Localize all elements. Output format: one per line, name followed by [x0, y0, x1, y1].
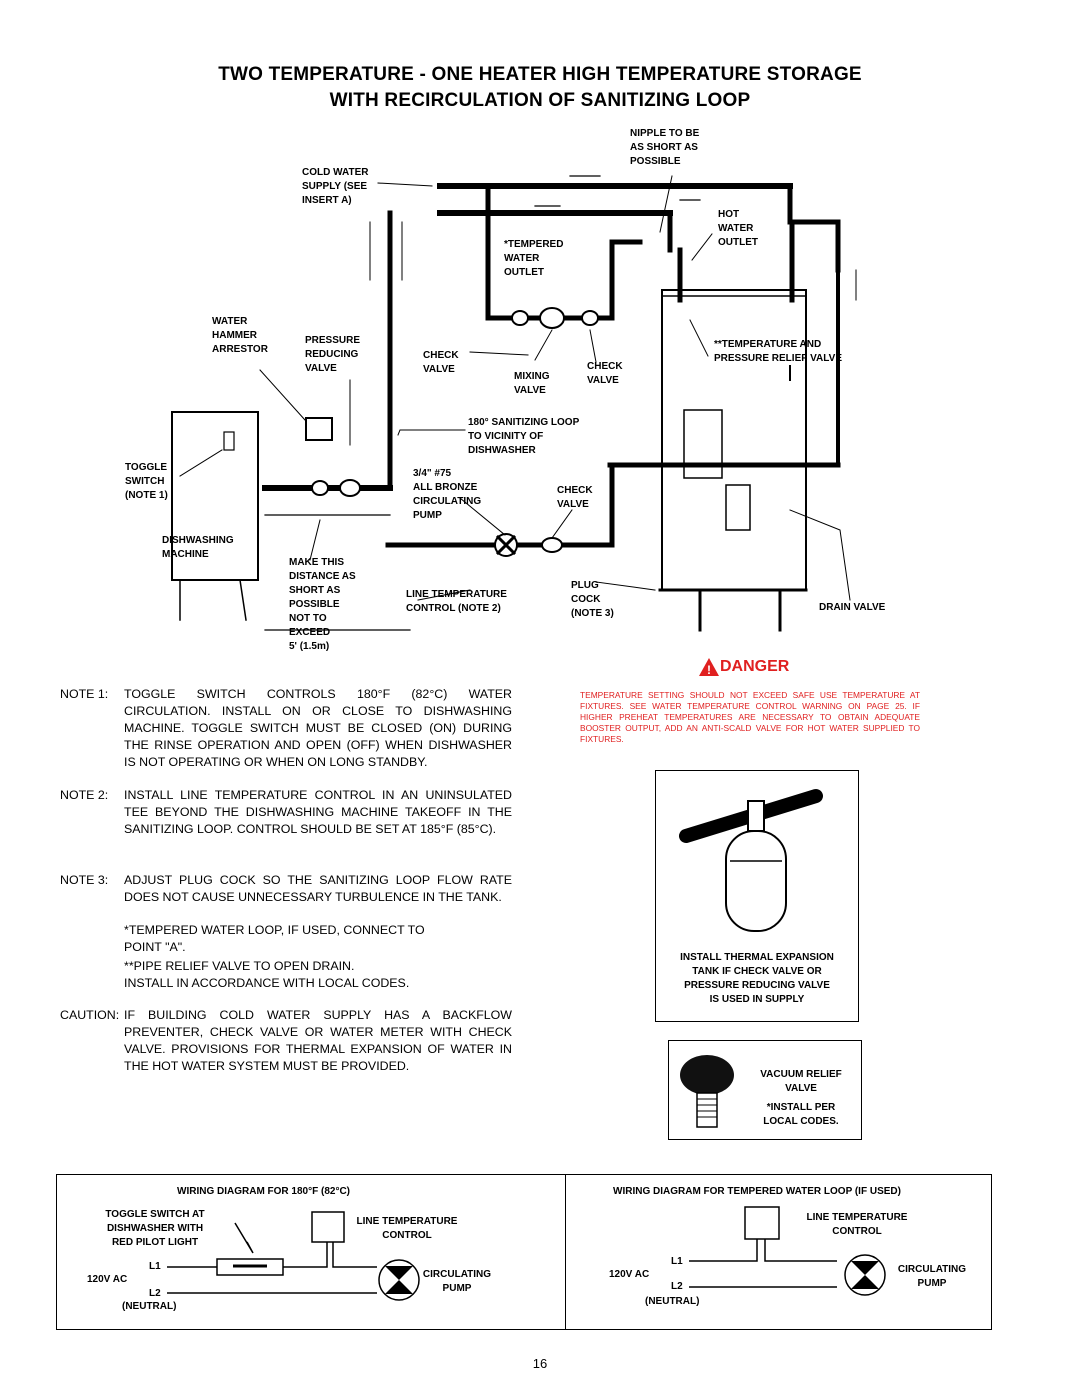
footnote-pipe: **PIPE RELIEF VALVE TO OPEN DRAIN. INSTA…	[124, 959, 410, 990]
mixing-valve-label: MIXING VALVE	[514, 371, 550, 396]
circulating-pump-label: 3/4" #75 ALL BRONZE CIRCULATING PUMP	[413, 468, 482, 521]
wiring-right-drawing	[689, 1206, 886, 1296]
vacuum-relief-note: *INSTALL PER LOCAL CODES.	[763, 1102, 839, 1127]
make-distance-label: MAKE THIS DISTANCE AS SHORT AS POSSIBLE …	[289, 557, 356, 652]
hot-water-outlet-label: HOT WATER OUTLET	[718, 209, 758, 248]
wiring-left-line-temp-label: LINE TEMPERATURE CONTROL	[356, 1216, 458, 1241]
note-2-key: NOTE 2:	[60, 788, 109, 802]
wiring-right-l1: L1	[671, 1256, 683, 1267]
wiring-left-l1: L1	[149, 1261, 161, 1272]
wiring-right-l2: L2	[671, 1281, 683, 1292]
wiring-left-toggle-label: TOGGLE SWITCH AT DISHWASHER WITH RED PIL…	[105, 1209, 205, 1248]
vacuum-relief-valve-icon	[680, 1055, 734, 1128]
expansion-tank-box: INSTALL THERMAL EXPANSION TANK IF CHECK …	[655, 770, 859, 1022]
note-2: NOTE 2: INSTALL LINE TEMPERATURE CONTROL…	[60, 787, 512, 857]
note-3: NOTE 3: ADJUST PLUG COCK SO THE SANITIZI…	[60, 872, 512, 908]
caution-note: CAUTION: IF BUILDING COLD WATER SUPPLY H…	[60, 1007, 512, 1077]
expansion-tank-caption: INSTALL THERMAL EXPANSION TANK IF CHECK …	[680, 952, 834, 1005]
vacuum-relief-title: VACUUM RELIEF VALVE	[760, 1069, 842, 1094]
danger-heading: DANGER	[720, 658, 790, 675]
water-hammer-arrestor-label: WATER HAMMER ARRESTOR	[212, 316, 268, 355]
wiring-divider	[565, 1175, 566, 1329]
sanitizing-loop-label: 180° SANITIZING LOOP TO VICINITY OF DISH…	[468, 417, 580, 456]
page-subtitle: WITH RECIRCULATION OF SANITIZING LOOP	[329, 90, 751, 111]
note-1: NOTE 1: TOGGLE SWITCH CONTROLS 180°F (82…	[60, 686, 512, 771]
note-1-text: TOGGLE SWITCH CONTROLS 180°F (82°C) WATE…	[124, 687, 512, 769]
wiring-right-neutral: (NEUTRAL)	[645, 1296, 700, 1307]
cold-water-supply-label: COLD WATER SUPPLY (SEE INSERT A)	[302, 167, 369, 206]
caution-key: CAUTION:	[60, 1008, 120, 1022]
tempered-water-outlet-label: *TEMPERED WATER OUTLET	[504, 239, 564, 278]
note-3-text: ADJUST PLUG COCK SO THE SANITIZING LOOP …	[124, 873, 512, 904]
page-number: 16	[532, 1356, 548, 1371]
svg-text:!: !	[707, 663, 711, 677]
wiring-right-pump-label: CIRCULATING PUMP	[897, 1264, 967, 1289]
danger-text: TEMPERATURE SETTING SHOULD NOT EXCEED SA…	[580, 690, 920, 744]
note-2-text: INSTALL LINE TEMPERATURE CONTROL IN AN U…	[124, 788, 512, 836]
wiring-left-neutral: (NEUTRAL)	[122, 1301, 177, 1312]
vacuum-relief-box: VACUUM RELIEF VALVE *INSTALL PER LOCAL C…	[668, 1040, 862, 1140]
wiring-left-pump-label: CIRCULATING PUMP	[422, 1269, 492, 1294]
check-valve-left-label: CHECK VALVE	[423, 350, 459, 375]
wiring-left-l2: L2	[149, 1288, 161, 1299]
footnote-tempered: *TEMPERED WATER LOOP, IF USED, CONNECT T…	[124, 923, 425, 954]
check-valve-mid-label: CHECK VALVE	[587, 361, 623, 386]
note-3-key: NOTE 3:	[60, 873, 109, 887]
wiring-left-supply: 120V AC	[87, 1274, 128, 1285]
wiring-right-title: WIRING DIAGRAM FOR TEMPERED WATER LOOP (…	[613, 1186, 901, 1197]
wiring-diagrams-box: WIRING DIAGRAM FOR 180°F (82°C) TOGGLE S…	[56, 1174, 992, 1330]
wiring-left-drawing	[167, 1211, 420, 1301]
page-title: TWO TEMPERATURE - ONE HEATER HIGH TEMPER…	[218, 64, 862, 85]
warning-triangle-icon: !	[698, 657, 719, 677]
wiring-right-supply: 120V AC	[609, 1269, 650, 1280]
expansion-tank-icon	[679, 789, 823, 932]
plug-cock-label: PLUG COCK (NOTE 3)	[571, 580, 614, 619]
check-valve-low-label: CHECK VALVE	[557, 485, 593, 510]
wiring-right-line-temp-label: LINE TEMPERATURE CONTROL	[806, 1212, 908, 1237]
drain-valve-label: DRAIN VALVE	[819, 602, 886, 613]
pressure-reducing-valve-label: PRESSURE REDUCING VALVE	[305, 335, 361, 374]
dishwashing-machine-label: DISHWASHING MACHINE	[162, 535, 234, 560]
line-temperature-control-label: LINE TEMPERATURE CONTROL (NOTE 2)	[406, 589, 507, 614]
wiring-left-title: WIRING DIAGRAM FOR 180°F (82°C)	[177, 1186, 351, 1197]
note-1-key: NOTE 1:	[60, 687, 109, 701]
toggle-switch-label: TOGGLE SWITCH (NOTE 1)	[125, 462, 168, 501]
temp-pressure-relief-label: **TEMPERATURE AND PRESSURE RELIEF VALVE	[714, 339, 842, 364]
caution-text: IF BUILDING COLD WATER SUPPLY HAS A BACK…	[124, 1008, 512, 1073]
nipple-label: NIPPLE TO BE AS SHORT AS POSSIBLE	[630, 128, 700, 167]
